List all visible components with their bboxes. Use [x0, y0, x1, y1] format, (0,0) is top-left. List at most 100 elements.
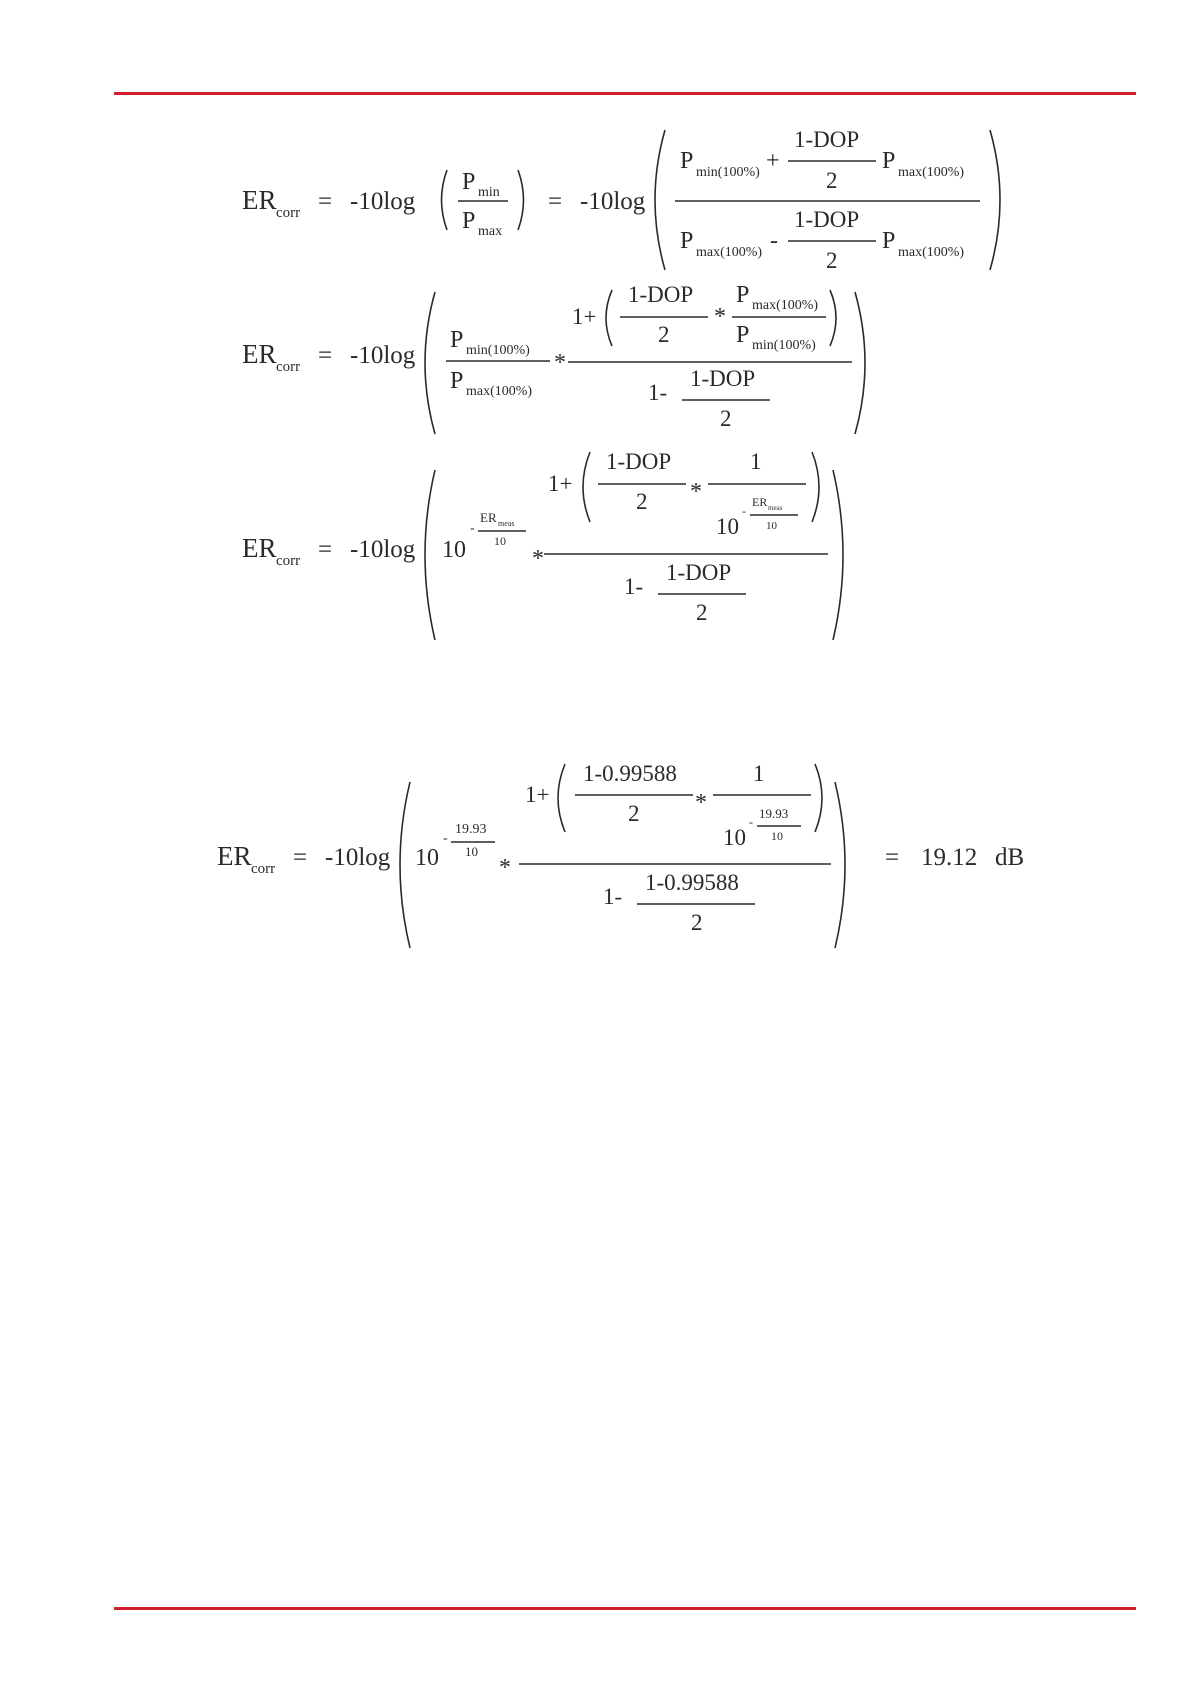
corr-subscript: corr: [276, 553, 300, 569]
left-paren: [399, 781, 411, 949]
exponent-neg: -: [742, 504, 746, 518]
p-symbol: P: [462, 169, 475, 195]
two: 2: [826, 248, 838, 273]
er-symbol: ER: [217, 841, 252, 871]
equation-numeric-example: ER corr = -10log 10 - 19.93 10 * 1+ 1-0.…: [217, 761, 1024, 949]
one-plus: 1+: [525, 782, 549, 807]
neg-10-log: -10log: [350, 536, 416, 563]
left-paren: [424, 469, 436, 640]
equals-sign: =: [318, 342, 332, 369]
one-minus-dop: 1-DOP: [606, 449, 671, 474]
left-paren: [440, 169, 448, 231]
max100-subscript: max(100%): [898, 165, 964, 180]
left-paren: [582, 451, 591, 523]
p-symbol: P: [680, 148, 693, 174]
one-minus: 1-: [648, 380, 667, 405]
one-minus-dop: 1-DOP: [666, 560, 731, 585]
two: 2: [658, 322, 670, 347]
equation-3: ER corr = -10log 10 - ER meas 10 * 1+ 1-…: [242, 449, 844, 640]
ten: 10: [766, 520, 778, 532]
p-symbol: P: [736, 282, 749, 308]
base-ten: 10: [723, 825, 746, 850]
right-paren: [854, 291, 866, 435]
max100-subscript: max(100%): [898, 245, 964, 260]
right-paren: [989, 129, 1001, 271]
min-subscript: min: [478, 185, 500, 200]
max100-subscript: max(100%): [466, 384, 532, 399]
er-symbol: ER: [242, 533, 277, 563]
neg-10-log: -10log: [325, 844, 391, 871]
result-value: 19.12: [921, 844, 977, 871]
one-plus: 1+: [572, 304, 596, 329]
dop-expression: 1-0.99588: [645, 870, 739, 895]
er-symbol: ER: [242, 339, 277, 369]
exponent-neg: -: [749, 815, 753, 829]
p-symbol: P: [680, 228, 693, 254]
right-paren: [829, 289, 837, 347]
plus-sign: +: [766, 148, 780, 174]
equation-1: ER corr = -10log P min P max = -10log P …: [242, 127, 1001, 273]
er-meas-value: 19.93: [455, 822, 487, 837]
one-minus: 1-: [624, 574, 643, 599]
times-sign: *: [695, 790, 707, 816]
two: 2: [720, 406, 732, 431]
min100-subscript: min(100%): [466, 343, 530, 358]
left-paren: [557, 763, 566, 833]
p-symbol: P: [450, 327, 463, 353]
footer-rule: [114, 1607, 1136, 1610]
right-paren: [811, 451, 820, 523]
two: 2: [628, 801, 640, 826]
corr-subscript: corr: [251, 861, 275, 877]
header-rule: [114, 92, 1136, 95]
ten: 10: [465, 844, 478, 859]
equals-sign: =: [293, 844, 307, 871]
equals-sign: =: [548, 188, 562, 215]
corr-subscript: corr: [276, 205, 300, 221]
two: 2: [826, 168, 838, 193]
two: 2: [696, 600, 708, 625]
right-paren: [814, 763, 823, 833]
right-paren: [834, 781, 846, 949]
times-sign: *: [554, 350, 566, 376]
max100-subscript: max(100%): [696, 245, 762, 260]
one-minus-dop: 1-DOP: [628, 282, 693, 307]
times-sign: *: [690, 479, 702, 505]
er-meas-symbol: ER: [752, 495, 767, 509]
p-symbol: P: [882, 148, 895, 174]
dop-expression: 1-0.99588: [583, 761, 677, 786]
minus-sign: -: [770, 228, 778, 254]
base-ten: 10: [442, 537, 466, 563]
ten: 10: [494, 534, 506, 548]
p-symbol: P: [462, 208, 475, 234]
one-minus-dop: 1-DOP: [794, 207, 859, 232]
exponent-neg: -: [443, 831, 448, 846]
base-ten: 10: [415, 845, 439, 871]
min100-subscript: min(100%): [752, 338, 816, 353]
er-meas-symbol: ER: [480, 510, 497, 525]
base-ten: 10: [716, 514, 739, 539]
er-symbol: ER: [242, 185, 277, 215]
one-plus: 1+: [548, 471, 572, 496]
left-paren: [605, 289, 613, 347]
times-sign: *: [499, 855, 511, 881]
p-symbol: P: [882, 228, 895, 254]
one-minus-dop: 1-DOP: [690, 366, 755, 391]
times-sign: *: [714, 304, 726, 330]
meas-subscript: meas: [498, 519, 514, 528]
er-meas-value: 19.93: [759, 806, 788, 821]
equals-sign: =: [318, 536, 332, 563]
corr-subscript: corr: [276, 359, 300, 375]
times-sign: *: [532, 546, 544, 572]
meas-subscript: meas: [768, 504, 783, 512]
p-symbol: P: [736, 322, 749, 348]
right-paren: [832, 469, 844, 640]
two: 2: [691, 910, 703, 935]
one: 1: [753, 761, 765, 786]
neg-10-log: -10log: [580, 188, 646, 215]
left-paren: [424, 291, 436, 435]
max-subscript: max: [478, 224, 502, 239]
min100-subscript: min(100%): [696, 165, 760, 180]
equation-2: ER corr = -10log P min(100%) P max(100%)…: [242, 282, 866, 435]
p-symbol: P: [450, 368, 463, 394]
one-minus: 1-: [603, 884, 622, 909]
